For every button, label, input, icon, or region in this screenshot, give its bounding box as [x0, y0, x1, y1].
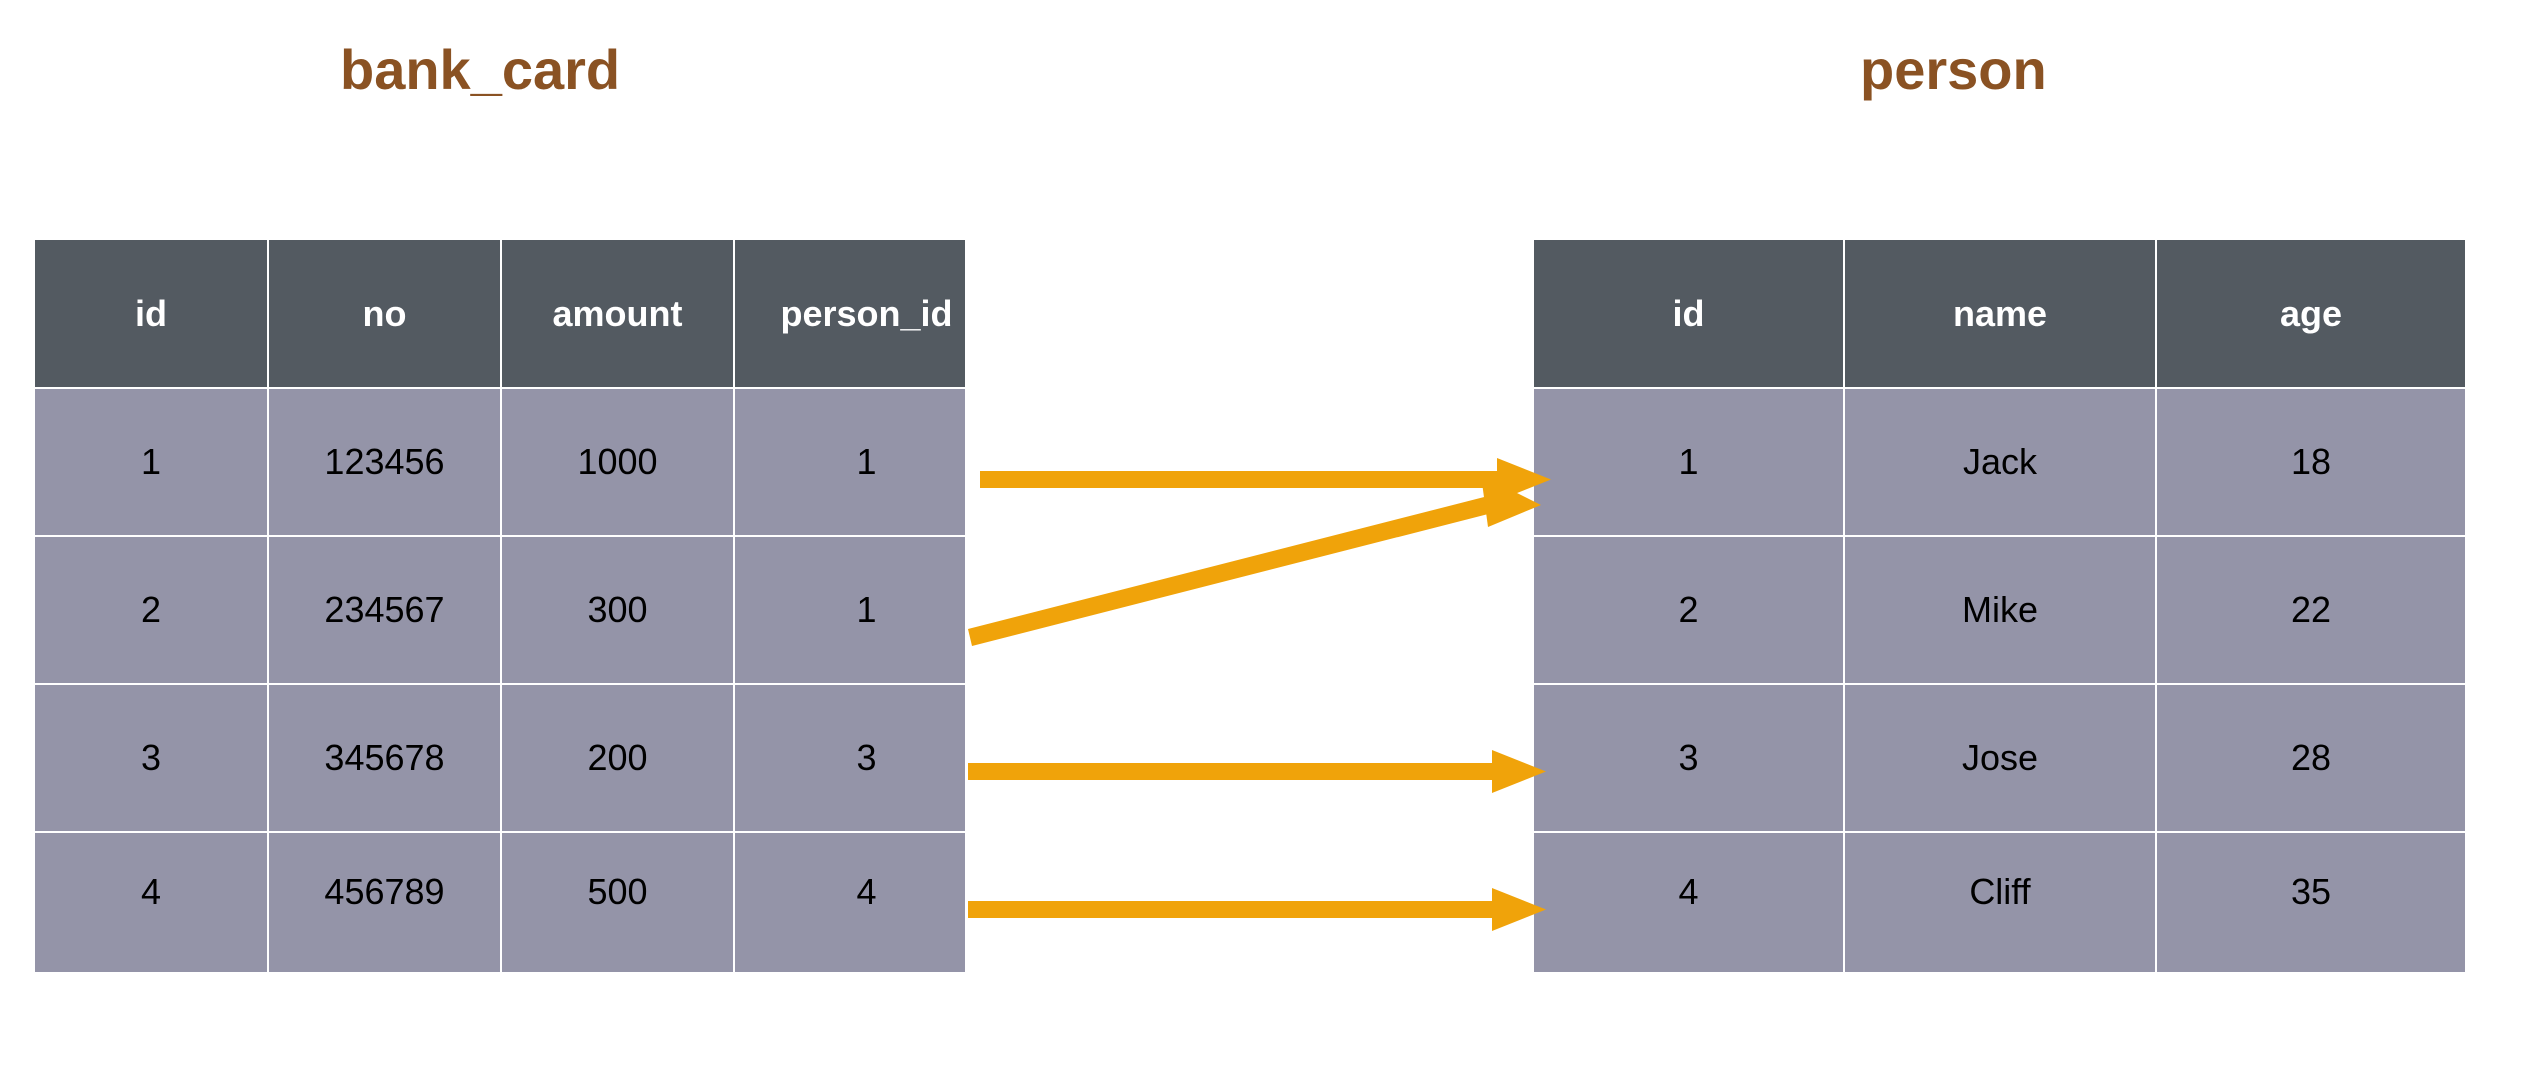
- cell-name: Jose: [1843, 683, 2157, 833]
- bank-card-table-title: bank_card: [340, 38, 621, 101]
- cell-id: 2: [1532, 535, 1845, 685]
- column-header-id[interactable]: id: [33, 238, 269, 389]
- cell-name: Cliff: [1843, 831, 2157, 972]
- table-row: 4 456789 500 4: [33, 831, 965, 972]
- cell-person-id: 4: [733, 831, 965, 972]
- cell-name: Jack: [1843, 387, 2157, 537]
- table-row: 2 234567 300 1: [33, 535, 965, 685]
- arrow-row2-to-person1-icon: [968, 475, 1541, 646]
- arrow-row3-to-person3-icon: [968, 750, 1546, 793]
- column-header-amount[interactable]: amount: [500, 238, 735, 389]
- cell-id: 4: [33, 831, 269, 972]
- cell-id: 1: [1532, 387, 1845, 537]
- cell-amount: 1000: [500, 387, 735, 537]
- table-row: 4 Cliff 35: [1532, 831, 2465, 972]
- cell-age: 28: [2155, 683, 2465, 833]
- column-header-id[interactable]: id: [1532, 238, 1845, 389]
- cell-amount: 500: [500, 831, 735, 972]
- table-header-row: id name age: [1532, 238, 2465, 389]
- bank-card-table-clip: id no amount person_id 1 123456 1000 1 2…: [33, 238, 965, 972]
- person-table-title: person: [1860, 38, 2047, 101]
- cell-person-id: 1: [733, 535, 965, 685]
- cell-no: 123456: [267, 387, 502, 537]
- cell-age: 22: [2155, 535, 2465, 685]
- cell-id: 4: [1532, 831, 1845, 972]
- cell-id: 2: [33, 535, 269, 685]
- cell-no: 456789: [267, 831, 502, 972]
- cell-person-id: 1: [733, 387, 965, 537]
- bank-card-table: id no amount person_id 1 123456 1000 1 2…: [33, 238, 965, 972]
- cell-no: 234567: [267, 535, 502, 685]
- cell-no: 345678: [267, 683, 502, 833]
- cell-age: 35: [2155, 831, 2465, 972]
- cell-amount: 200: [500, 683, 735, 833]
- table-row: 1 123456 1000 1: [33, 387, 965, 537]
- column-header-person-id[interactable]: person_id: [733, 238, 965, 389]
- cell-age: 18: [2155, 387, 2465, 537]
- person-table: id name age 1 Jack 18 2 Mike 22 3: [1532, 238, 2465, 972]
- column-header-age[interactable]: age: [2155, 238, 2465, 389]
- table-header-row: id no amount person_id: [33, 238, 965, 389]
- column-header-no[interactable]: no: [267, 238, 502, 389]
- cell-name: Mike: [1843, 535, 2157, 685]
- person-table-clip: id name age 1 Jack 18 2 Mike 22 3: [1532, 238, 2465, 972]
- arrow-row1-to-person1-icon: [980, 458, 1551, 501]
- cell-id: 3: [1532, 683, 1845, 833]
- table-row: 3 Jose 28: [1532, 683, 2465, 833]
- table-row: 2 Mike 22: [1532, 535, 2465, 685]
- cell-id: 1: [33, 387, 269, 537]
- table-row: 3 345678 200 3: [33, 683, 965, 833]
- column-header-name[interactable]: name: [1843, 238, 2157, 389]
- cell-person-id: 3: [733, 683, 965, 833]
- cell-id: 3: [33, 683, 269, 833]
- cell-amount: 300: [500, 535, 735, 685]
- table-row: 1 Jack 18: [1532, 387, 2465, 537]
- arrow-row4-to-person4-icon: [968, 888, 1546, 931]
